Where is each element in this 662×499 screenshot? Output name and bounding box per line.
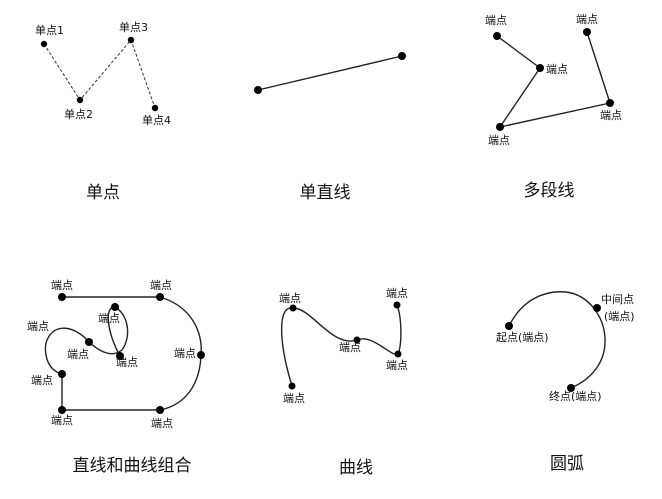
- arc-label-middle: 中间点: [601, 293, 634, 306]
- single-line-end-point: [398, 52, 406, 60]
- curve-label-1: 端点: [279, 292, 301, 305]
- caption-polyline: 多段线: [524, 181, 575, 201]
- curve-label-2: 端点: [386, 287, 408, 300]
- curve-point-5: [393, 301, 401, 309]
- single-point-label-4: 单点4: [142, 114, 171, 127]
- combo-label-4: 端点: [27, 320, 49, 333]
- combo-label-5: 端点: [67, 348, 89, 361]
- curve-label-4: 端点: [386, 359, 408, 372]
- combo-label-1: 端点: [51, 279, 73, 292]
- curve-point-2: [289, 304, 297, 312]
- combo-point-4: [156, 406, 164, 414]
- single-point-label-3: 单点3: [119, 21, 148, 34]
- single-point-label-2: 单点2: [64, 108, 93, 121]
- polyline-label-4: 端点: [600, 109, 622, 122]
- curve-label-3: 端点: [339, 341, 361, 354]
- panel-arc: 中间点 (端点) 起点(端点) 终点(端点) 圆弧: [496, 291, 635, 474]
- caption-single-line: 单直线: [300, 183, 351, 203]
- combo-point-6: [58, 370, 66, 378]
- polyline-label-3: 端点: [488, 134, 510, 147]
- combo-point-7: [85, 338, 93, 346]
- panel-polyline: 端点 端点 端点 端点 端点 多段线: [485, 13, 622, 201]
- single-point-label-1: 单点1: [35, 24, 64, 37]
- combo-label-6: 端点: [116, 356, 138, 369]
- arc-start-point: [505, 322, 513, 330]
- single-point-1: [40, 40, 48, 48]
- single-point-dashed-path: [43, 39, 156, 109]
- combo-label-9: 端点: [51, 414, 73, 427]
- combo-point-9: [116, 352, 124, 360]
- polyline-label-5: 端点: [576, 13, 598, 26]
- curve-point-3: [353, 336, 361, 344]
- polyline-label-2: 端点: [546, 63, 568, 76]
- caption-curve: 曲线: [339, 458, 373, 478]
- panel-single-line: 单直线: [254, 52, 406, 203]
- polyline-point-2: [536, 64, 544, 72]
- curve-path: [280, 304, 402, 387]
- panel-line-curve-combo: 端点 端点 端点 端点 端点 端点 端点 端点 端点 端点 直线和曲线组合: [27, 279, 205, 476]
- combo-point-5: [58, 406, 66, 414]
- combo-label-2: 端点: [150, 279, 172, 292]
- polyline-path: [496, 31, 611, 129]
- caption-arc: 圆弧: [550, 454, 584, 474]
- combo-label-3: 端点: [98, 312, 120, 325]
- combo-label-8: 端点: [31, 374, 53, 387]
- arc-label-end: 终点(端点): [549, 389, 602, 403]
- single-point-2: [76, 96, 84, 104]
- polyline-point-3: [496, 123, 504, 131]
- polyline-point-5: [583, 28, 591, 36]
- single-line-start-point: [254, 86, 262, 94]
- curve-point-1: [288, 382, 296, 390]
- panel-curve: 端点 端点 端点 端点 端点 曲线: [279, 287, 408, 478]
- caption-line-curve-combo: 直线和曲线组合: [73, 456, 192, 476]
- combo-point-3: [197, 351, 205, 359]
- combo-label-10: 端点: [151, 417, 173, 430]
- combo-point-2: [156, 293, 164, 301]
- arc-end-point: [567, 384, 575, 392]
- curve-label-5: 端点: [283, 392, 305, 405]
- combo-label-7: 端点: [174, 347, 196, 360]
- polyline-point-1: [493, 32, 501, 40]
- single-line: [257, 55, 403, 91]
- combo-point-1: [58, 293, 66, 301]
- polyline-point-4: [606, 99, 614, 107]
- combo-point-8: [111, 303, 119, 311]
- panel-single-point: 单点1 单点2 单点3 单点4 单点: [35, 21, 171, 203]
- arc-label-middle-endpoint: (端点): [604, 310, 635, 323]
- single-point-3: [127, 36, 135, 44]
- arc-middle-point: [593, 304, 601, 312]
- arc-label-start: 起点(端点): [496, 331, 549, 344]
- curve-point-4: [394, 350, 402, 358]
- single-point-4: [151, 104, 159, 112]
- caption-single-point: 单点: [86, 183, 120, 203]
- polyline-label-1: 端点: [485, 14, 507, 27]
